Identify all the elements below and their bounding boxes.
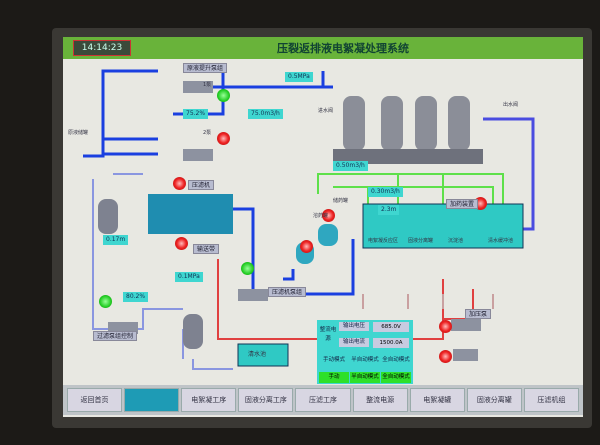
nav-electrocoag-tank[interactable]: 电絮凝罐 [409,388,465,412]
pressure2-value: 0.1MPa [175,272,203,282]
pump-group-label: 原液提升泵组 [183,63,228,73]
sludge-pump-label: 压滤机泵组 [268,287,307,297]
dosing-tank2-status[interactable] [322,209,335,222]
source-label: 原液储罐 [68,130,89,136]
vessel-level-value: 0.17m [103,235,129,245]
feed-pipe [233,207,355,296]
tank3-label: 沉淀池 [448,238,464,244]
outlet-pipe [483,117,535,231]
nav-filter-process[interactable]: 压滤工序 [295,388,351,412]
nav-separation-process[interactable]: 固液分离工序 [238,388,294,412]
dosing-tank2-label: 储药罐 [333,198,349,204]
clock: 14:14:23 [73,40,131,56]
filter-pump-status[interactable] [99,295,112,308]
tank4-label: 清水缓冲池 [488,238,514,244]
inlet-valve-label: 进水阀 [318,108,334,114]
bottom-nav: 返回首页 电絮凝工序 固液分离工序 压滤工序 整流电源 电絮凝罐 固液分离罐 压… [63,385,583,415]
pump2-status-stopped[interactable] [217,132,230,145]
aux-pump-status[interactable] [439,320,452,333]
dosing-label: 加药装置 [446,199,479,209]
dose-flow2-value: 0.30m3/h [368,187,403,197]
nav-filter-press[interactable]: 压滤机组 [523,388,579,412]
full-auto-button[interactable]: 全自动模式 [381,372,411,383]
tanks [98,96,524,367]
conveyor-status[interactable] [175,237,188,250]
conveyor-label: 输送带 [193,244,220,254]
semi-auto-button[interactable]: 半自动模式 [350,372,380,383]
aux-pump2-status[interactable] [439,350,452,363]
pump-speed2-value: 80.2% [123,292,149,302]
filter-press-status[interactable] [173,177,186,190]
nav-rectifier[interactable]: 整流电源 [352,388,408,412]
pressure-in-value: 0.5MPa [285,72,313,82]
pump-speed-value: 75.2% [183,109,209,119]
clear-tank-label: 清水池 [248,351,267,358]
manual-button[interactable]: 手动 [319,372,349,383]
current-label: 输出电流 [339,338,369,347]
pump2-label: 2泵 [203,130,212,136]
flow-in-value: 75.0m3/h [248,109,283,119]
nav-separation-tank[interactable]: 固液分离罐 [466,388,522,412]
dosing-tank1-label: 溶药罐 [313,213,329,219]
mode2-label: 半自动模式 [351,357,379,363]
filter-press-label: 压滤机 [188,180,215,190]
nav-blank[interactable] [124,388,180,412]
dosing-tank1-status[interactable] [300,240,313,253]
tank1-label: 电絮凝反应区 [368,238,399,244]
outlet-valve-label: 出水阀 [503,102,519,108]
sludge-pump-status[interactable] [241,262,254,275]
aux-pump-label: 加压泵 [465,309,492,319]
process-diagram [83,69,535,370]
mode1-label: 手动模式 [322,357,345,363]
title-bar: 14:14:23 压裂返排液电絮凝处理系统 [63,37,583,59]
mode3-label: 全自动模式 [382,357,410,363]
voltage-label: 输出电压 [339,322,369,331]
voltage-value: 685.0V [373,322,409,332]
rectifier-panel: 整流电源 输出电压 685.0V 输出电流 1500.0A 手动模式 半自动模式… [317,320,413,384]
nav-home[interactable]: 返回首页 [67,388,123,412]
dose-flow1-value: 0.50m3/h [333,161,368,171]
filter-press [148,194,233,234]
level-value: 2.3m [378,205,400,215]
filtrate-line [92,173,233,370]
panel-title: 整流电源 [319,327,337,342]
nav-electrocoag-process[interactable]: 电絮凝工序 [181,388,237,412]
hmi-screen: 14:14:23 压裂返排液电絮凝处理系统 [63,37,583,417]
inlet-pipe [83,69,158,158]
filter-pump-label: 过滤泵组控制 [93,331,138,341]
current-value: 1500.0A [373,338,409,348]
tank2-label: 固液分离罐 [408,238,434,244]
page-title: 压裂返排液电絮凝处理系统 [277,42,409,55]
pump1-status-running[interactable] [217,89,230,102]
pump1-label: 1泵 [203,82,212,88]
